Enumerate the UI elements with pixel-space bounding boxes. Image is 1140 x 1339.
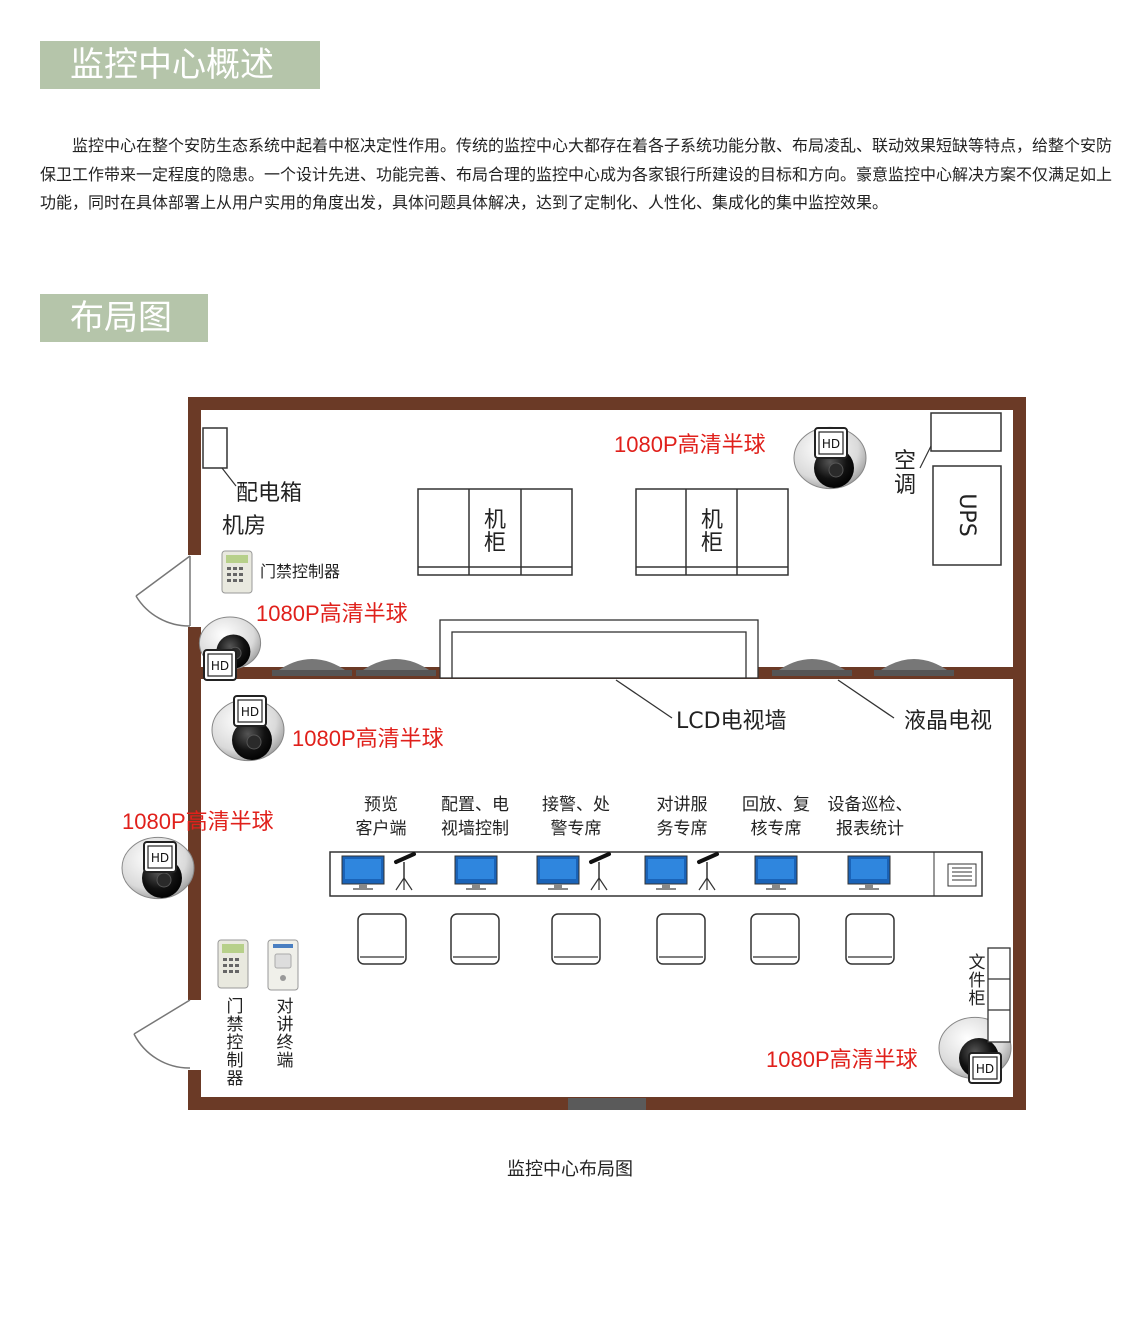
station-2-label-line2: 视墙控制 (441, 819, 509, 839)
access-controller-lower-icon (217, 939, 249, 989)
diagram-caption: 监控中心布局图 (507, 1159, 633, 1180)
console-end-unit (933, 851, 983, 897)
chair-2 (450, 913, 500, 965)
intercom-terminal-vertical-char-4: 端 (277, 1051, 294, 1071)
station-4-label-line2: 务专席 (657, 819, 708, 839)
monitor-1-icon (341, 855, 385, 890)
station-4-label-line1: 对讲服 (657, 795, 708, 815)
layout-section-title: 布局图 (40, 294, 208, 342)
lcd-video-wall (439, 619, 759, 679)
camera-top-icon: HD (793, 426, 867, 490)
monitor-6-icon (847, 855, 891, 890)
microphone-1-icon (394, 852, 416, 891)
station-1-label-line2: 客户端 (356, 819, 407, 839)
power-box (202, 427, 228, 469)
chair-1 (357, 913, 407, 965)
air-conditioner-label-1: 空 (894, 449, 916, 474)
door-lower (133, 999, 191, 1069)
station-6-label-line2: 报表统计 (836, 819, 904, 839)
building-walls (186, 397, 1026, 1110)
server-cabinet-right (635, 488, 789, 576)
file-cabinet-label-char-2: 件 (969, 971, 986, 991)
cabinet-left-label-1: 机 (484, 508, 506, 533)
station-1-label-line1: 预览 (364, 795, 398, 815)
file-cabinet (987, 947, 1011, 1043)
file-cabinet-label-char-1: 文 (969, 953, 986, 973)
access-controller-vertical-char-1: 门 (227, 997, 244, 1017)
camera-upper-left-icon: HD (198, 616, 262, 681)
access-controller-vertical-char-2: 禁 (227, 1015, 244, 1035)
intercom-terminal-icon (267, 939, 299, 991)
monitor-2-icon (454, 855, 498, 890)
camera-label-top: 1080P高清半球 (614, 432, 766, 457)
monitor-5-icon (754, 855, 798, 890)
camera-outer-left-badge: HD (151, 851, 169, 865)
machine-room-label: 机房 (222, 514, 266, 539)
station-5-label-line1: 回放、复 (742, 795, 810, 815)
cabinet-right-label-2: 柜 (701, 531, 723, 556)
camera-label-outer-left: 1080P高清半球 (122, 809, 274, 834)
camera-upper-left-badge: HD (211, 659, 229, 673)
camera-label-bottom-right: 1080P高清半球 (766, 1047, 918, 1072)
air-conditioner-label-2: 调 (894, 473, 916, 498)
power-box-label: 配电箱 (236, 481, 302, 506)
camera-label-mid-left: 1080P高清半球 (292, 726, 444, 751)
access-controller-vertical-char-5: 器 (227, 1069, 244, 1089)
intercom-terminal-vertical-char-1: 对 (277, 997, 294, 1017)
chair-3 (551, 913, 601, 965)
camera-outer-left-icon: HD (121, 836, 195, 900)
lcd-tv-label: 液晶电视 (904, 709, 992, 734)
microphone-4-icon (697, 852, 719, 891)
cabinet-left-label-2: 柜 (484, 531, 506, 556)
camera-bottom-right-badge: HD (976, 1062, 994, 1076)
monitor-4-icon (644, 855, 688, 890)
access-controller-vertical-char-3: 控 (227, 1033, 244, 1053)
monitor-3-icon (536, 855, 580, 890)
intercom-terminal-vertical-char-3: 终 (277, 1033, 294, 1053)
file-cabinet-label-char-3: 柜 (969, 989, 986, 1009)
station-3-label-line1: 接警、处 (542, 795, 610, 815)
air-conditioner (930, 412, 1002, 452)
cabinet-right-label-1: 机 (701, 508, 723, 533)
microphone-3-icon (589, 852, 611, 891)
camera-mid-left-icon: HD (211, 695, 285, 762)
lcd-tv-units (272, 659, 954, 676)
station-5-label-line2: 核专席 (751, 819, 802, 839)
camera-bottom-right-icon: HD (938, 1016, 1012, 1084)
chair-5 (750, 913, 800, 965)
ups-label: UPS (954, 493, 979, 536)
camera-label-upper-left: 1080P高清半球 (256, 601, 408, 626)
access-controller-label: 门禁控制器 (260, 562, 340, 581)
access-controller-vertical-char-4: 制 (227, 1051, 244, 1071)
station-2-label-line1: 配置、电 (441, 795, 509, 815)
ups-unit (932, 465, 1002, 566)
overview-section-title: 监控中心概述 (40, 41, 320, 89)
overview-paragraph: 监控中心在整个安防生态系统中起着中枢决定性作用。传统的监控中心大都存在着各子系统… (40, 136, 1113, 212)
door-upper (135, 555, 191, 627)
camera-mid-left-badge: HD (241, 705, 259, 719)
lcd-wall-label: LCD电视墙 (676, 709, 787, 734)
station-6-label-line1: 设备巡检、 (828, 795, 913, 815)
chair-6 (845, 913, 895, 965)
access-controller-icon (221, 550, 253, 594)
station-3-label-line2: 警专席 (551, 819, 602, 839)
camera-top-badge: HD (822, 437, 840, 451)
server-cabinet-left (417, 488, 573, 576)
chair-4 (656, 913, 706, 965)
intercom-terminal-vertical-char-2: 讲 (277, 1015, 294, 1035)
